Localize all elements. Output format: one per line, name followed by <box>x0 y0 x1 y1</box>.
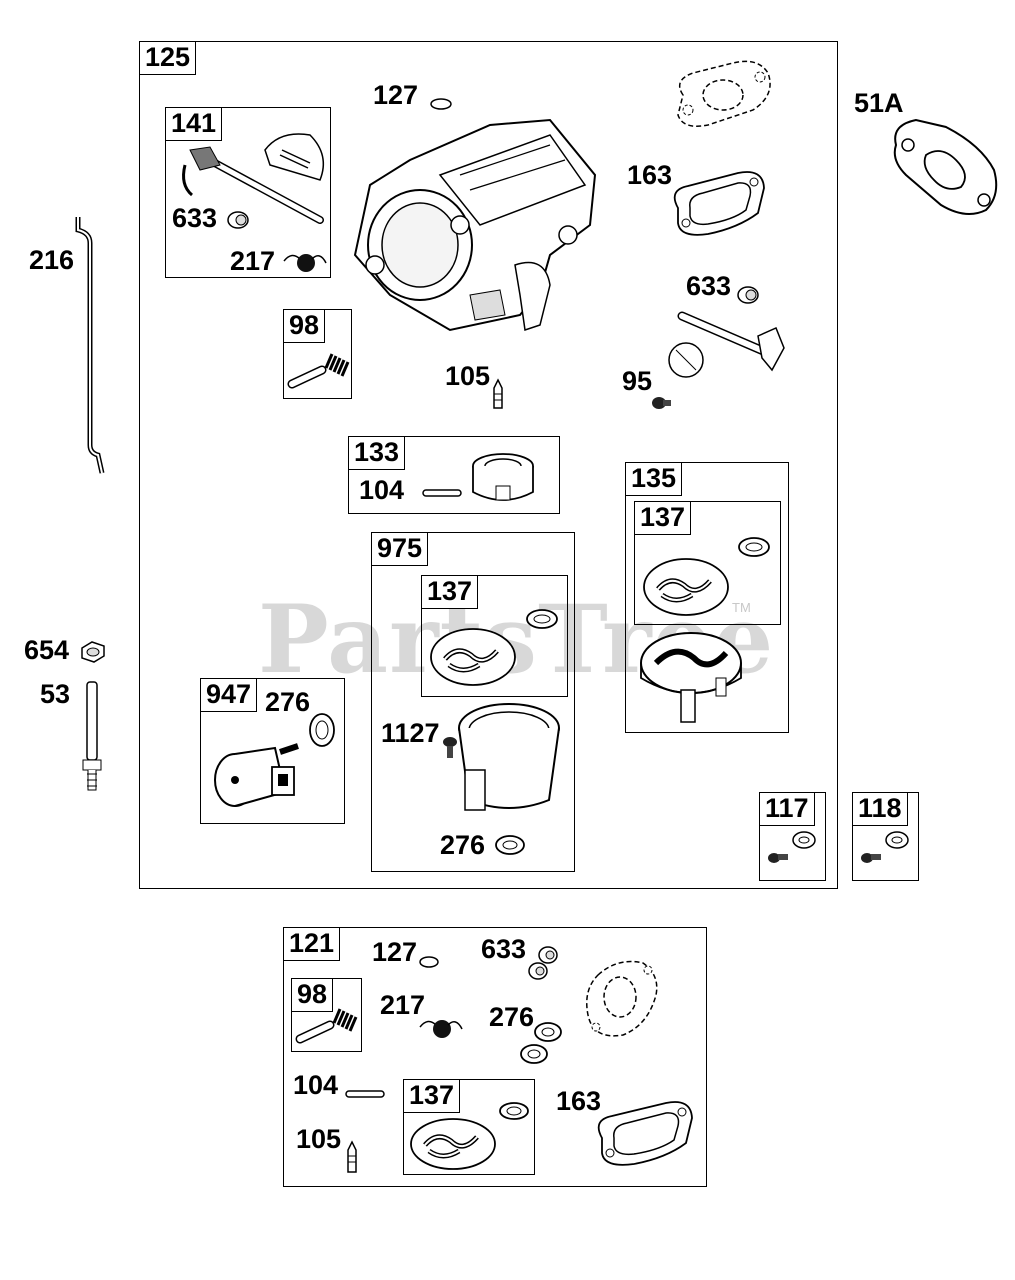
group-98-label-2: 98 <box>292 979 334 1012</box>
part-276-label-1: 276 <box>265 687 311 717</box>
group-125-label: 125 <box>140 42 197 75</box>
group-98-box: 98 <box>283 309 352 399</box>
part-104-label-1: 104 <box>359 475 405 505</box>
stud-53-drawing <box>82 681 102 791</box>
group-133-box: 133 <box>348 436 560 514</box>
part-217-label-1: 217 <box>230 246 276 276</box>
part-95-label: 95 <box>622 366 653 396</box>
spring-217-drawing-2 <box>419 1020 463 1038</box>
group-135-box: 135 <box>625 462 789 733</box>
part-276-label-3: 276 <box>489 1002 535 1032</box>
kit-117-parts-drawing <box>768 831 816 863</box>
part-216-label: 216 <box>29 245 75 275</box>
group-117-box: 117 <box>759 792 826 881</box>
float-pin-104-drawing-2 <box>345 1090 385 1098</box>
part-633-label-3: 633 <box>481 934 527 964</box>
kit-118-parts-drawing <box>861 831 909 863</box>
gasket-51A-drawing <box>893 118 998 215</box>
nut-654-drawing <box>81 641 105 663</box>
group-98-box-2: 98 <box>291 978 362 1052</box>
group-137-label-1: 137 <box>635 502 692 535</box>
washer-276-drawing-1 <box>309 713 335 747</box>
group-135-label: 135 <box>626 463 683 496</box>
throttle-plate-drawing <box>668 342 704 378</box>
part-163-label-2: 163 <box>556 1086 602 1116</box>
part-654-label: 654 <box>24 635 70 665</box>
group-137-box-2: 137 <box>421 575 568 697</box>
choke-shaft-drawing <box>182 133 325 224</box>
group-947-label: 947 <box>201 679 258 712</box>
washer-276-drawing-2 <box>495 835 525 855</box>
part-104-label-2: 104 <box>293 1070 339 1100</box>
screw-95-drawing <box>652 397 671 409</box>
group-975-label: 975 <box>372 533 429 566</box>
gasket-137-drawing-1 <box>643 558 729 616</box>
part-163-label: 163 <box>627 160 673 190</box>
group-137-label-2: 137 <box>422 576 479 609</box>
group-137-box-1: 137 <box>634 501 781 625</box>
o-ring-127-drawing-2 <box>419 956 439 968</box>
governor-link-216-drawing <box>75 217 105 474</box>
group-141-label: 141 <box>166 108 223 141</box>
washer-drawing-2 <box>526 609 558 629</box>
group-975-box: 975 <box>371 532 575 872</box>
part-105-label-2: 105 <box>296 1124 342 1154</box>
washer-drawing-3 <box>499 1102 529 1120</box>
part-217-label-2: 217 <box>380 990 426 1020</box>
float-needle-105-drawing-2 <box>347 1140 357 1173</box>
o-ring-127-drawing <box>430 98 452 110</box>
fuel-solenoid-drawing <box>214 743 299 807</box>
gasket-dashed-drawing <box>677 60 771 127</box>
group-137-label-3: 137 <box>404 1080 461 1113</box>
group-947-box: 947 <box>200 678 345 824</box>
bushing-drawing <box>227 211 249 229</box>
part-633-label-1: 633 <box>172 203 218 233</box>
fuel-bowl-plate-drawing <box>640 632 742 723</box>
gasket-137-drawing-3 <box>410 1118 496 1170</box>
part-1127-label: 1127 <box>381 718 440 748</box>
bushings-633-drawing <box>528 946 558 980</box>
throttle-shaft-drawing <box>677 311 785 372</box>
group-133-label: 133 <box>349 437 406 470</box>
gasket-163-drawing-2 <box>597 1101 693 1166</box>
group-98-label: 98 <box>284 310 326 343</box>
part-127-label-2: 127 <box>372 937 418 967</box>
gasket-137-drawing-2 <box>430 628 516 686</box>
group-137-box-3: 137 <box>403 1079 535 1175</box>
group-117-label: 117 <box>760 793 815 826</box>
gasket-163-drawing <box>673 171 765 236</box>
group-121-box: 121 <box>283 927 707 1187</box>
float-pin-104-drawing <box>422 489 462 497</box>
washer-drawing-1 <box>738 537 770 557</box>
part-633-label-2: 633 <box>686 271 732 301</box>
bowl-screw-1127-drawing <box>443 737 457 758</box>
part-276-label-2: 276 <box>440 830 486 860</box>
carburetor-body-drawing <box>353 118 597 332</box>
group-118-box: 118 <box>852 792 919 881</box>
gasket-dashed-drawing-2 <box>586 960 658 1037</box>
part-53-label: 53 <box>40 679 71 709</box>
part-127-label: 127 <box>373 80 419 110</box>
group-141-box: 141 <box>165 107 331 278</box>
group-125-box: 125 <box>139 41 838 889</box>
part-105-label-1: 105 <box>445 361 491 391</box>
fuel-bowl-drawing <box>458 703 560 811</box>
float-needle-105-drawing <box>493 378 503 409</box>
idle-screw-drawing-2 <box>295 1008 358 1044</box>
idle-screw-drawing <box>287 353 350 389</box>
watermark-trademark: TM <box>732 600 751 615</box>
part-51A-label: 51A <box>854 88 904 118</box>
bushing-633-drawing <box>737 286 759 304</box>
spring-drawing <box>283 254 327 272</box>
group-118-label: 118 <box>853 793 908 826</box>
float-drawing <box>472 453 534 501</box>
group-121-label: 121 <box>284 928 341 961</box>
washers-276-drawing <box>520 1022 562 1064</box>
